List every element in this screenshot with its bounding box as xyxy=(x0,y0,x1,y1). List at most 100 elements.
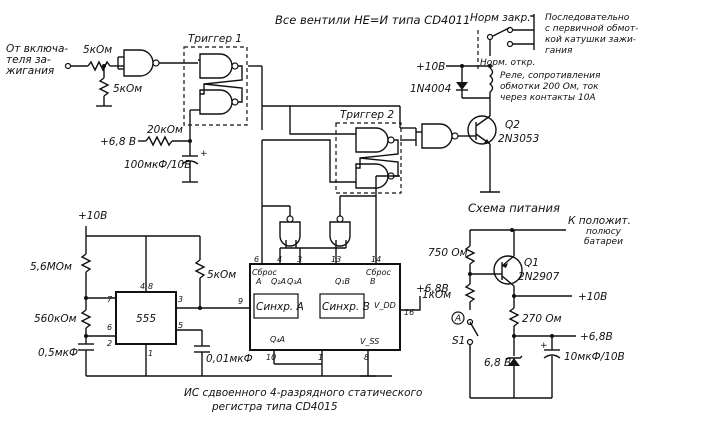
delay-capacitor-label: 100мкФ/10В xyxy=(124,159,191,171)
relay-note-line1: Последовательно xyxy=(545,13,630,23)
relay-diode: 1N4004 xyxy=(410,83,451,95)
timer-555: +10В 5,6МОм 560кОм 0,5мкФ 555 4 8 7 6 2 … xyxy=(30,210,392,377)
input-shunt-resistor xyxy=(98,77,110,97)
register-caption-line2: регистра типа CD4015 xyxy=(211,401,338,413)
input-label-line2: теля за- xyxy=(6,54,51,66)
power-switch-label: S1 xyxy=(452,335,465,347)
power-battery-line1: К положит. xyxy=(568,215,631,227)
relay-note-line3: кой катушки зажи- xyxy=(545,35,636,45)
power-battery-line2: полюсу xyxy=(586,227,622,237)
input-terminal xyxy=(64,62,72,70)
trigger-1-label: Триггер 1 xyxy=(188,33,242,45)
power-supply: Схема питания К положит. полюсу батареи … xyxy=(422,201,631,399)
power-title: Схема питания xyxy=(468,201,560,215)
power-r2 xyxy=(464,283,476,303)
register-caption-line1: ИС сдвоенного 4-разрядного статического xyxy=(184,387,422,399)
register-reset-b2: В xyxy=(370,277,376,286)
register-cd4015: Синхр. А Синхр. В Сброс А Q₂А Q₃А Q₁В Сб… xyxy=(238,190,449,377)
register-pin8: 8 xyxy=(364,353,369,362)
relay-desc-line2: обмотки 200 Ом, ток xyxy=(500,82,599,92)
register-pin10: 10 xyxy=(266,353,276,362)
power-meter-label: A xyxy=(454,314,461,324)
timer-pin2: 2 xyxy=(107,339,112,348)
power-r3-label: 270 Ом xyxy=(522,313,562,325)
power-r1-label: 750 Ом xyxy=(428,247,468,259)
trigger-2: Триггер 2 xyxy=(335,109,417,194)
register-reset-b: Сброс xyxy=(366,268,391,277)
relay-desc-line3: через контакты 10А xyxy=(500,93,596,103)
decode-gates xyxy=(262,175,400,249)
register-supply: +6,8В xyxy=(416,283,449,295)
register-q1b: Q₁В xyxy=(335,277,350,286)
register-q4a: Q₄А xyxy=(270,335,285,344)
timer-555-chip xyxy=(115,291,177,345)
q1-type: 2N2907 xyxy=(518,271,560,283)
input-series-resistor xyxy=(87,60,111,72)
register-pin16: 16 xyxy=(404,308,414,317)
svg-text:+: + xyxy=(540,341,548,351)
timer-r1 xyxy=(80,253,92,273)
relay-note-line4: гания xyxy=(545,46,573,56)
timer-r-out-label: 5кОм xyxy=(207,269,236,281)
q1-name: Q1 xyxy=(524,257,539,269)
input-shunt-resistor-label: 5кОм xyxy=(113,83,142,95)
timer-c-ctrl-label: 0,01мкФ xyxy=(206,353,253,365)
register-sync-b: Синхр. В xyxy=(322,301,370,313)
q2-name: Q2 xyxy=(505,119,520,131)
timer-name: 555 xyxy=(136,313,156,325)
register-q3a: Q₃А xyxy=(287,277,302,286)
relay: Норм закр. Последовательно с первичной о… xyxy=(410,12,638,103)
register-vdd: V_DD xyxy=(374,301,396,310)
register-q2a: Q₂А xyxy=(271,277,286,286)
input-label-line3: жигания xyxy=(5,65,54,77)
q2-transistor: Q2 2N3053 xyxy=(467,92,539,193)
timer-r1-label: 5,6МОм xyxy=(30,261,72,273)
input-label-line1: От включа- xyxy=(6,43,68,55)
power-r1 xyxy=(464,245,476,265)
power-meter xyxy=(451,311,465,325)
power-out10: +10В xyxy=(578,291,607,303)
timer-pin5: 5 xyxy=(178,321,183,330)
power-r3 xyxy=(508,307,520,327)
register-reset-a: Сброс xyxy=(252,268,277,277)
relay-desc-line1: Реле, сопротивления xyxy=(500,71,601,81)
power-out68: +6,8В xyxy=(580,331,613,343)
relay-supply: +10В xyxy=(416,61,445,73)
timer-pin3: 3 xyxy=(178,295,183,304)
register-reset-a2: А xyxy=(255,277,261,286)
q1-transistor xyxy=(493,255,523,285)
timer-r2 xyxy=(80,309,92,329)
power-zener-label: 6,8 В xyxy=(484,357,511,369)
output-nand-gate xyxy=(416,123,468,149)
register-vss: V_SS xyxy=(360,337,379,346)
q2-type: 2N3053 xyxy=(498,133,539,145)
register-pin9: 9 xyxy=(238,297,243,306)
register-pin1: 1 xyxy=(318,353,323,362)
delay-supply-label: +6,8 В xyxy=(100,136,136,148)
ignition-input: От включа- теля за- жигания 5кОм 5кОм xyxy=(5,43,198,107)
timer-out-resistor xyxy=(194,259,206,279)
timer-pin7: 7 xyxy=(107,295,113,304)
timer-pin6: 6 xyxy=(107,323,112,332)
timer-r2-label: 560кОм xyxy=(34,313,77,325)
svg-text:+: + xyxy=(200,149,208,159)
input-nand-gate xyxy=(123,49,154,77)
timer-pin4: 4 xyxy=(140,282,145,291)
power-cap-label: 10мкФ/10В xyxy=(564,351,625,363)
register-sync-a: Синхр. А xyxy=(256,301,304,313)
trigger-1: Триггер 1 xyxy=(183,33,263,139)
timer-supply: +10В xyxy=(78,210,107,222)
register-pin6: 6 xyxy=(254,255,259,264)
relay-no-label: Норм. откр. xyxy=(480,58,535,68)
delay-network: +6,8 В 20кОм + 100мкФ/10В xyxy=(100,124,208,183)
relay-note-line2: с первичной обмот- xyxy=(545,24,638,34)
trigger-2-label: Триггер 2 xyxy=(340,109,394,121)
timer-pin8: 8 xyxy=(148,282,153,291)
timer-pin1: 1 xyxy=(148,349,153,358)
input-series-resistor-label: 5кОм xyxy=(83,44,112,56)
power-battery-line3: батареи xyxy=(584,237,623,247)
power-r2-label: 1кОм xyxy=(422,289,451,301)
relay-nc-label: Норм закр. xyxy=(470,12,531,24)
delay-resistor-label: 20кОм xyxy=(147,124,183,136)
